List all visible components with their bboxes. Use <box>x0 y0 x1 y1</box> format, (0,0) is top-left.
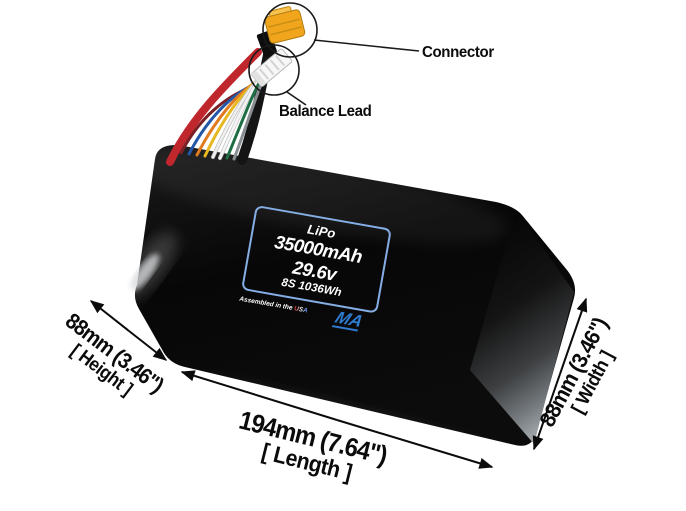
balance-pin <box>259 68 269 80</box>
length-arrow <box>180 370 338 421</box>
balance-callout-circle <box>248 44 300 96</box>
main-connector-body <box>264 9 306 44</box>
main-red-wire <box>166 48 262 166</box>
left-specular <box>130 253 160 291</box>
usa-text: USA <box>293 305 309 315</box>
main-connector-groove2 <box>270 26 302 36</box>
top-sheen <box>132 148 508 244</box>
connector-leader-line <box>313 39 420 52</box>
balance-pin <box>269 59 280 71</box>
balance-pin <box>264 63 275 76</box>
width-arrow <box>532 373 561 451</box>
height-arrow <box>128 330 168 361</box>
main-black-wire <box>237 41 275 165</box>
connector-callout-label: Connector <box>422 44 494 61</box>
balance-pin <box>275 54 286 67</box>
width-arrow <box>559 297 588 375</box>
assembled-prefix: Assembled in the <box>238 295 295 313</box>
connector-callout-circle <box>262 2 318 58</box>
height-arrow <box>89 300 130 332</box>
balance-leader-line <box>286 91 307 106</box>
balance-connector-shade <box>251 70 266 87</box>
wire-bundle <box>166 41 275 166</box>
balance-lead-callout-label: Balance Lead <box>279 103 372 120</box>
balance-connector <box>251 48 293 87</box>
main-connector <box>264 6 306 44</box>
main-connector-groove1 <box>268 18 300 28</box>
battery-side-face <box>470 210 574 444</box>
length-arrow <box>336 419 494 469</box>
